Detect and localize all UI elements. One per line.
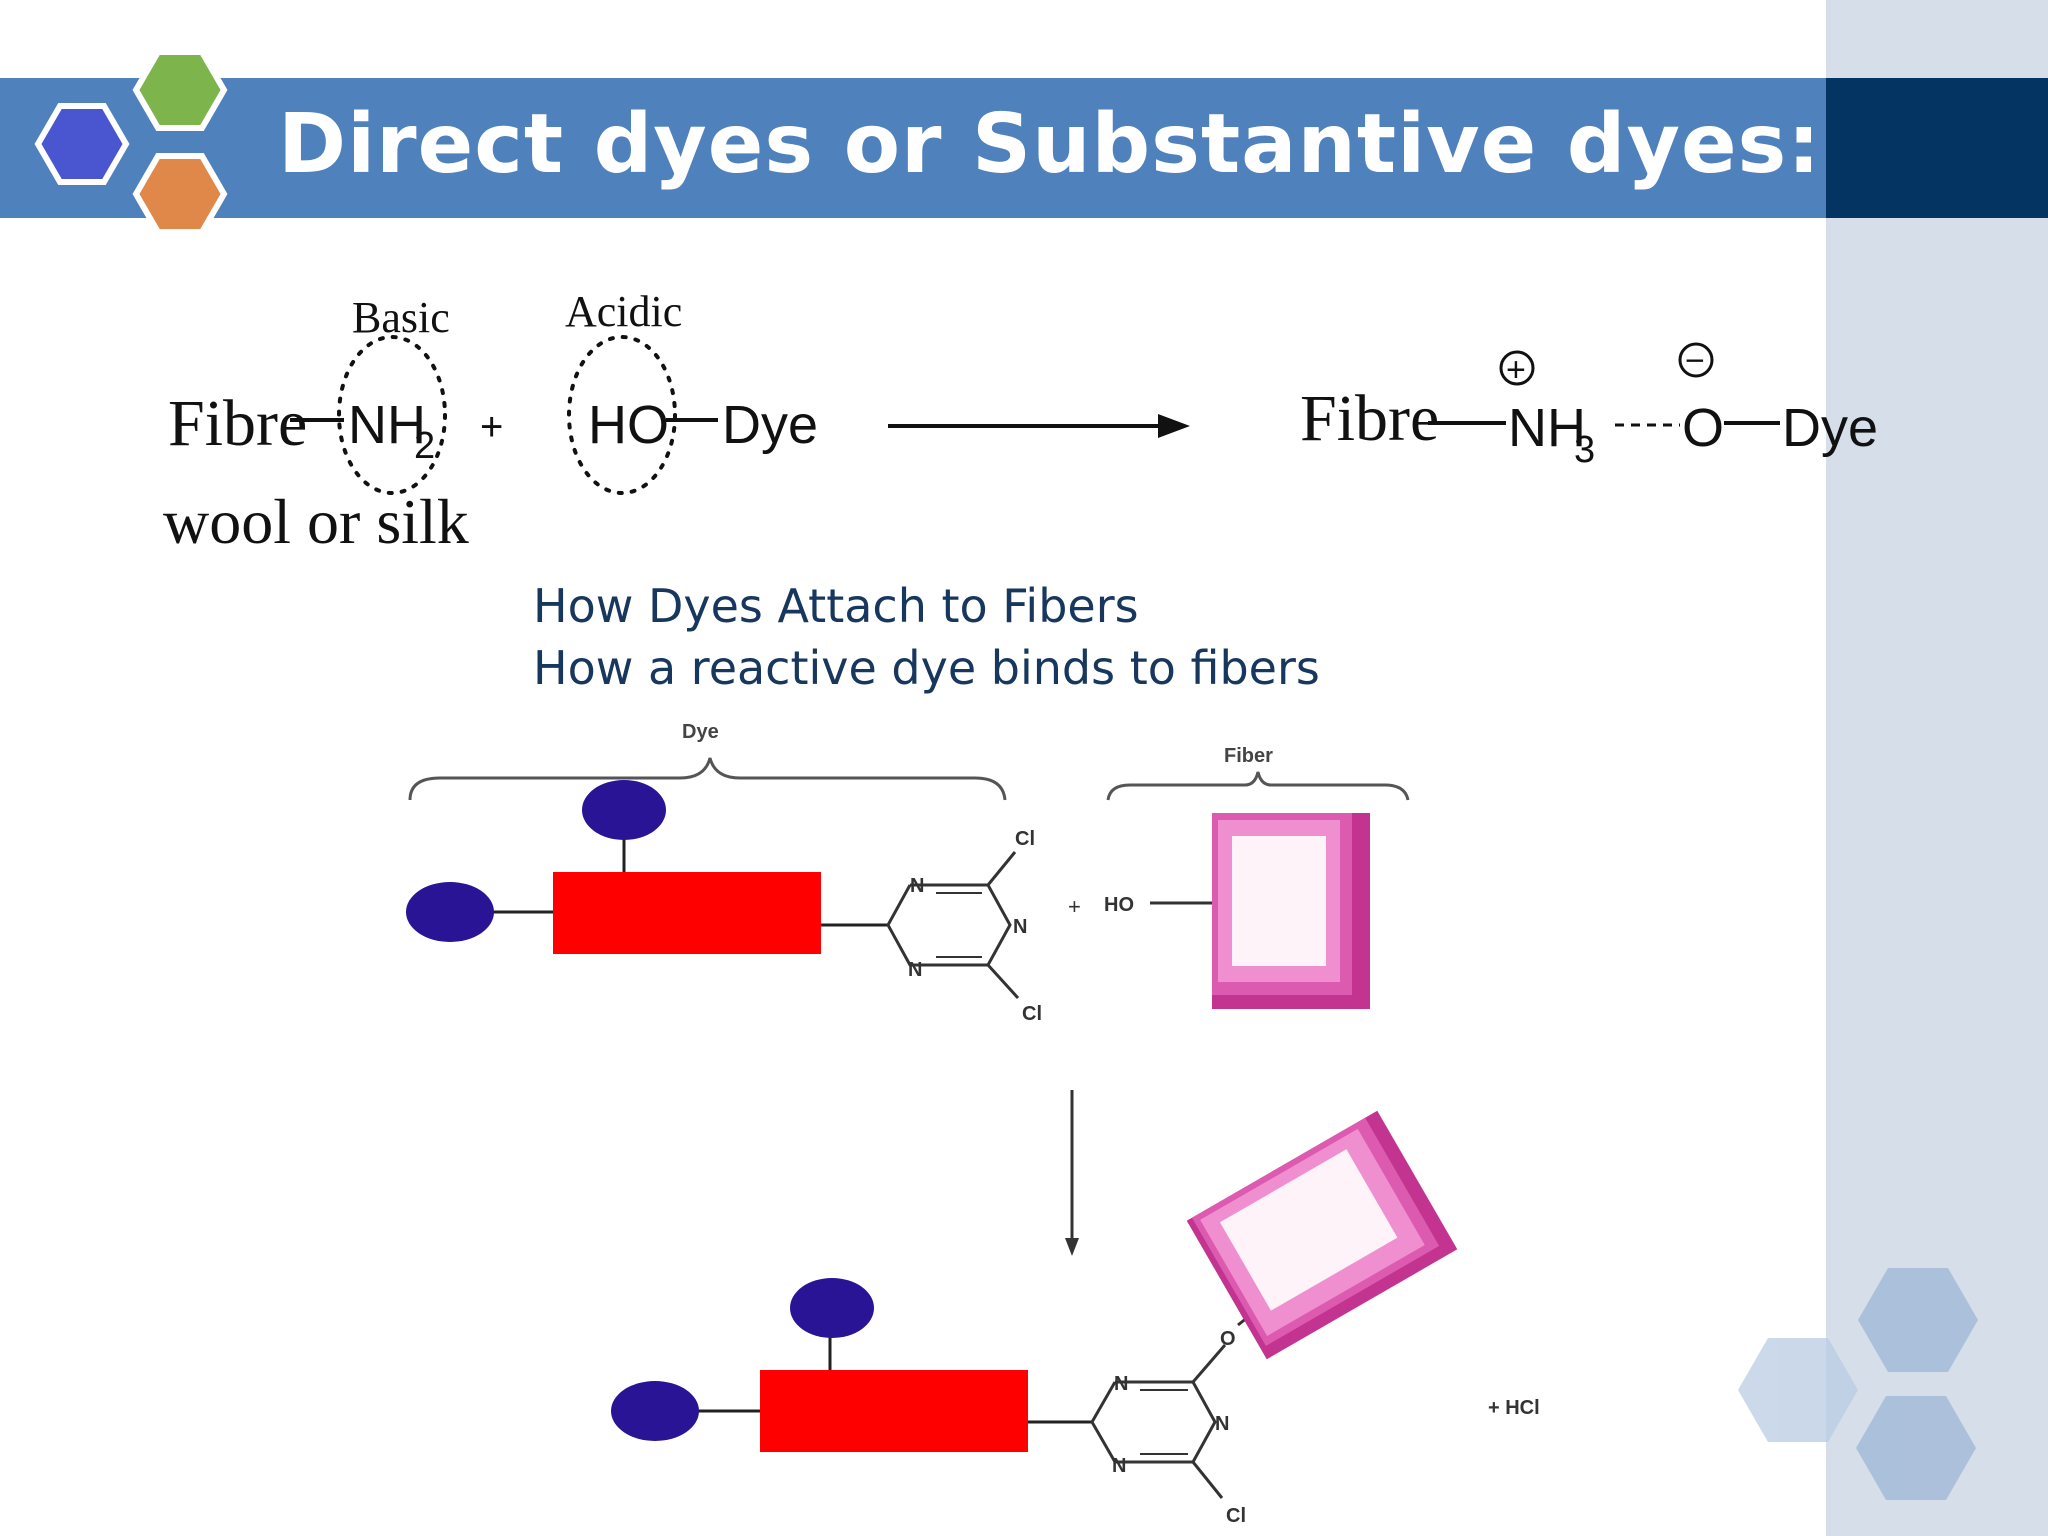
corner-hexagons — [1738, 1268, 1978, 1500]
dye-body — [760, 1370, 1028, 1452]
bond-line — [986, 963, 1020, 1000]
ring-n-bottom: N — [1112, 1455, 1126, 1477]
product-cl: Cl — [1226, 1505, 1246, 1527]
caption-line-1: How Dyes Attach to Fibers — [533, 579, 1139, 633]
product-o: O — [1220, 1328, 1236, 1350]
dye-hydroxyl: HO — [588, 395, 669, 455]
fiber-bound — [1186, 1110, 1458, 1360]
reactive-dye-reactants: Dye Fiber N N N Cl Cl + HO — [406, 721, 1410, 1025]
product-ammonium: NH — [1508, 398, 1586, 458]
label-wool-or-silk: wool or silk — [163, 486, 469, 557]
bond-line — [986, 851, 1017, 886]
title-bar-accent — [1826, 78, 2048, 218]
dye-name: Dye — [722, 395, 818, 455]
dye-body — [553, 872, 821, 954]
product-dye: Dye — [1782, 398, 1878, 458]
reaction-down-arrow — [1065, 1090, 1079, 1256]
triazine-ring — [886, 883, 1012, 967]
hex-orange-icon — [132, 153, 228, 235]
dye-group-top — [790, 1278, 874, 1338]
fiber-brace — [1106, 771, 1410, 801]
product-ammonium-subscript: 3 — [1574, 429, 1595, 471]
bond-line — [1191, 1344, 1227, 1383]
ring-n-right: N — [1013, 916, 1027, 938]
triazine-ring — [1090, 1380, 1217, 1464]
caption-line-2: How a reactive dye binds to fibers — [533, 641, 1320, 695]
plus-sign-small: + — [1068, 894, 1081, 919]
hex-light-icon — [1858, 1268, 1978, 1372]
label-acidic: Acidic — [565, 287, 682, 336]
negative-charge: − — [1685, 342, 1705, 380]
cl-top: Cl — [1015, 828, 1035, 850]
slide-title: Direct dyes or Substantive dyes: — [278, 97, 1822, 192]
hex-light-icon — [1738, 1338, 1858, 1442]
fiber-core — [1232, 836, 1326, 966]
hex-green-icon — [132, 49, 228, 131]
label-basic: Basic — [352, 293, 450, 342]
positive-charge-icon — [1499, 350, 1535, 386]
arrow-head-icon — [1158, 414, 1190, 438]
plus-sign: + — [480, 405, 503, 449]
title-bar — [0, 78, 1826, 218]
acidic-group-circle — [567, 335, 677, 495]
hydroxyl-label: HO — [1104, 894, 1134, 916]
label-fiber: Fiber — [1224, 745, 1273, 767]
basic-group-circle — [337, 335, 447, 495]
ring-n-bottom: N — [908, 959, 922, 981]
dye-group-top — [582, 780, 666, 840]
reactant-fibre: Fibre — [168, 387, 307, 460]
dye-brace — [408, 757, 1007, 801]
product-fibre: Fibre — [1300, 382, 1439, 455]
dye-group-left — [406, 882, 494, 942]
hexagon-logo — [34, 49, 228, 235]
dye-group-left — [611, 1381, 699, 1441]
cl-bottom: Cl — [1022, 1003, 1042, 1025]
ring-n-top: N — [1114, 1373, 1128, 1395]
reactant-amine-subscript: 2 — [414, 425, 435, 467]
arrow-down-icon — [1065, 1238, 1079, 1256]
direct-dye-equation: Basic Acidic Fibre NH 2 wool or silk + H… — [163, 287, 1878, 557]
label-dye: Dye — [682, 721, 719, 743]
caption-block: How Dyes Attach to Fibers How a reactive… — [533, 575, 1320, 699]
hex-light-icon — [1856, 1396, 1976, 1500]
hex-blue-icon — [34, 103, 130, 185]
positive-charge: + — [1506, 351, 1526, 389]
negative-charge-icon — [1678, 342, 1714, 378]
bond-line — [1191, 1461, 1224, 1499]
fiber-core — [1219, 1149, 1398, 1311]
reactive-dye-product: N N N Cl O + HCl — [611, 1110, 1540, 1527]
ring-n-right: N — [1215, 1413, 1229, 1435]
byproduct-hcl: + HCl — [1488, 1397, 1540, 1419]
ring-n-top: N — [910, 875, 924, 897]
reactant-amine: NH — [348, 395, 426, 455]
product-oxygen: O — [1682, 398, 1724, 458]
